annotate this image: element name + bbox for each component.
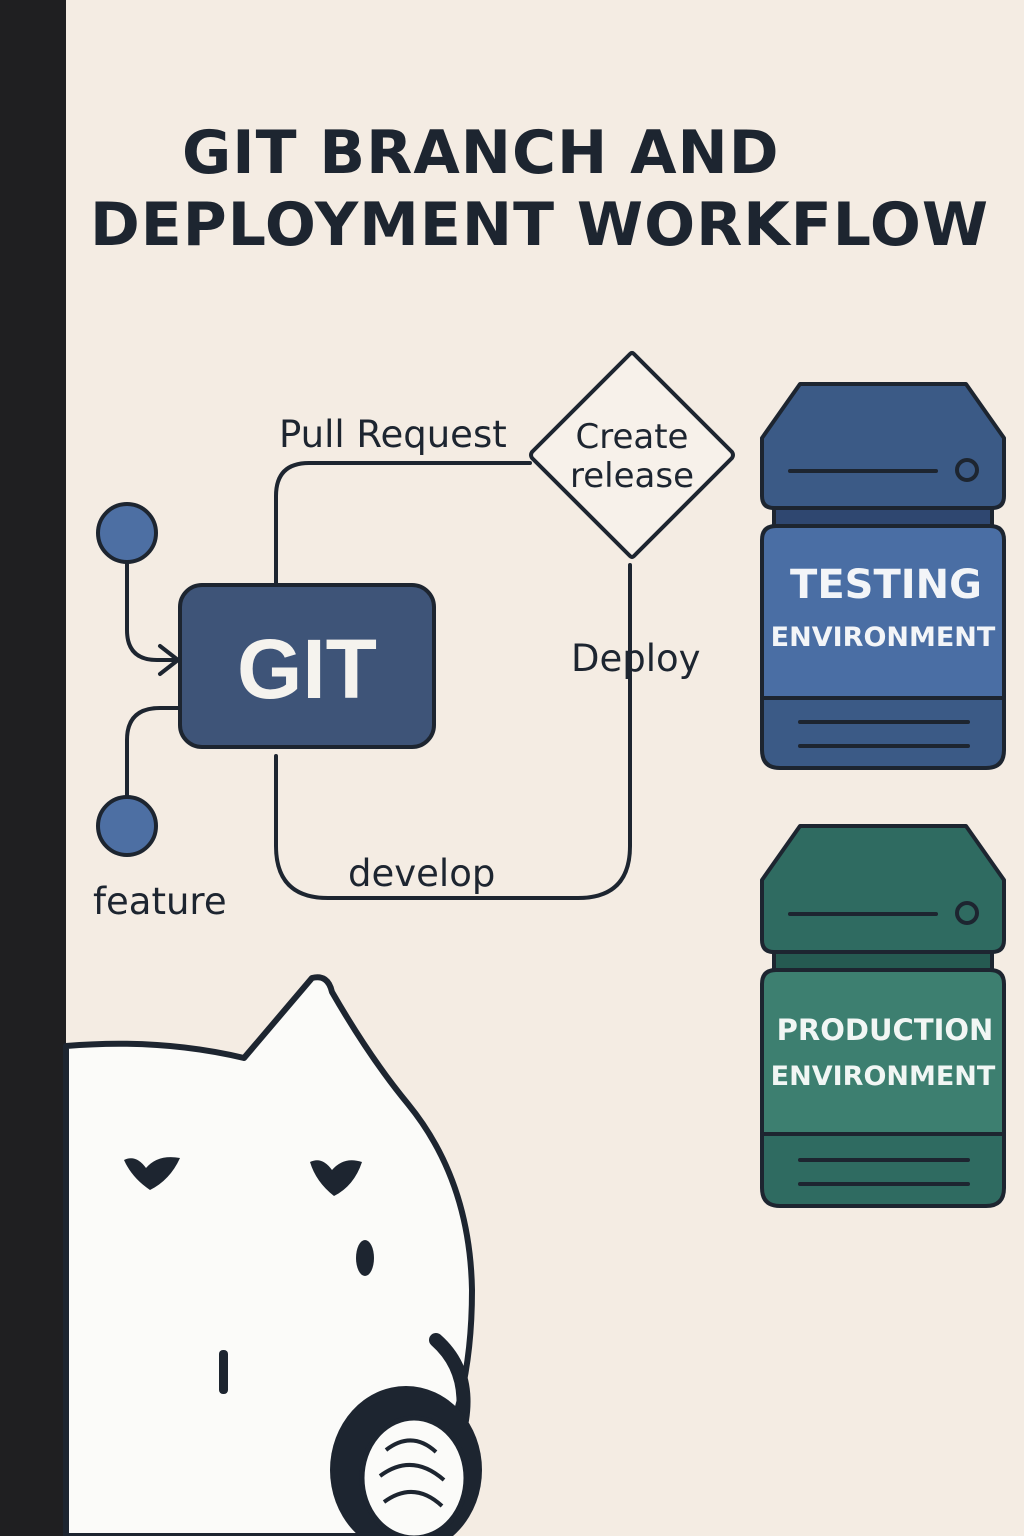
testing-server-label-line-1: TESTING [790,562,982,608]
production-server-led-icon [955,901,979,925]
pull-request-label: Pull Request [279,413,507,456]
cat-headphone-cushion-line-3 [382,1489,444,1508]
deploy-line [274,563,632,900]
production-server-spacer [772,950,994,972]
production-server-body [760,968,1006,1136]
cat-mouth-mark [219,1350,228,1394]
testing-server-label-line-2: ENVIRONMENT [771,622,996,653]
feature-branch-line-bottom [125,706,182,799]
left-sidebar-bar [0,0,66,1536]
page-title-line-1: GIT BRANCH AND [182,118,780,188]
deploy-label: Deploy [571,637,701,680]
cat-mascot-illustration [63,974,482,1536]
production-server-label-line-1: PRODUCTION [777,1013,994,1047]
git-node-box[interactable] [178,583,436,749]
production-server-label-line-2: ENVIRONMENT [771,1061,996,1092]
cat-left-eye-icon [124,1157,180,1190]
git-node-label: GIT [237,622,377,716]
cat-nose-icon [356,1240,374,1276]
production-server-top-unit [760,824,1006,954]
feature-branch-dot-top[interactable] [96,502,158,564]
production-server-base [760,1132,1006,1208]
create-release-decision-diamond[interactable] [529,351,735,559]
cat-headphone-cushion-line-1 [384,1438,438,1454]
feature-label: feature [93,880,227,923]
decision-label-line-2: release [570,456,694,496]
feature-branch-line-top [125,560,178,662]
testing-server[interactable] [760,382,1006,770]
testing-server-body [760,524,1006,700]
cat-headphone-band [429,1333,471,1427]
cat-headphone-cushion-line-2 [378,1462,446,1482]
pull-request-line [274,461,532,587]
testing-server-led-icon [955,458,979,482]
page-title-line-2: DEPLOYMENT WORKFLOW [90,190,990,260]
testing-server-base [760,696,1006,770]
feature-branch-dot-bottom[interactable] [96,795,158,857]
develop-label: develop [348,852,495,895]
production-server[interactable] [760,824,1006,1208]
cat-headphone-ear-cushion [359,1415,469,1536]
decision-label-line-1: Create [576,417,689,457]
testing-server-spacer [772,506,994,528]
testing-server-top-unit [760,382,1006,510]
connector-lines [125,461,632,900]
cat-right-eye-icon [310,1160,362,1196]
